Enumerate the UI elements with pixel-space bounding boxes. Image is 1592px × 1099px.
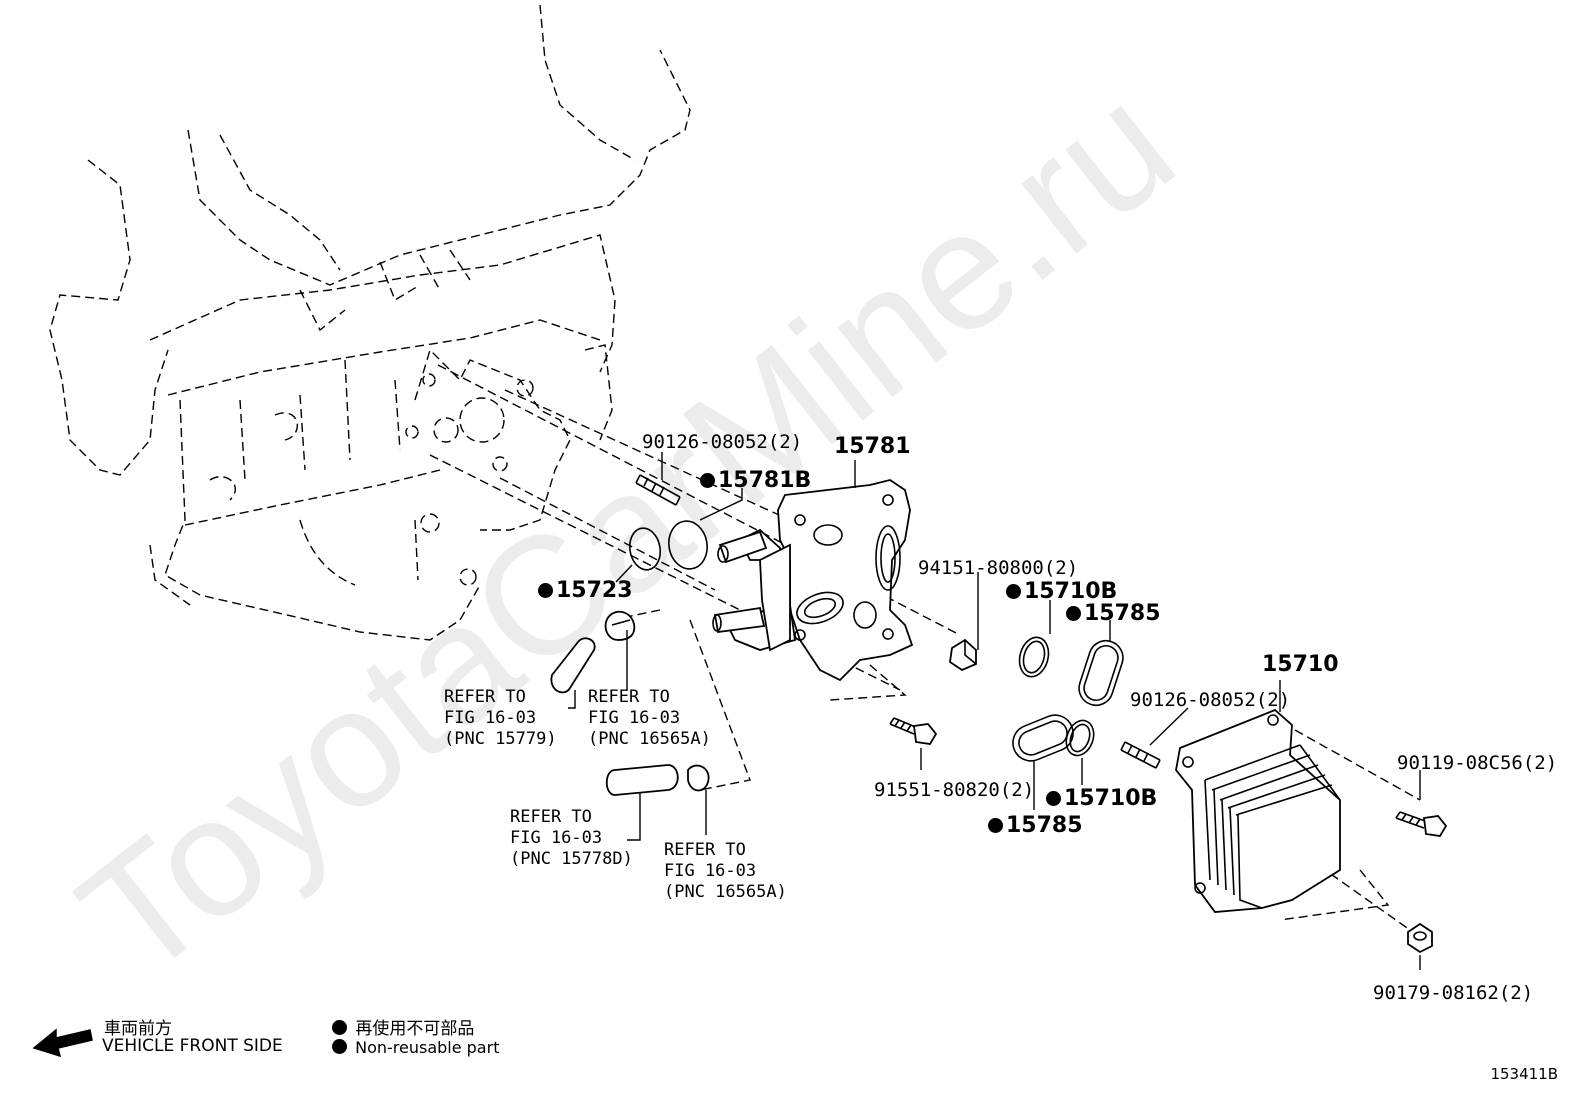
o-ring-15723	[628, 527, 662, 571]
vehicle-front-arrow-icon	[32, 1028, 93, 1058]
non-reusable-mark	[332, 1039, 347, 1054]
nut-90179	[1407, 922, 1433, 954]
bolt-91551	[889, 717, 938, 745]
label-94151: 94151-80800(2)	[918, 557, 1079, 579]
label-15781b-text: 15781B	[718, 468, 812, 493]
non-reusable-mark	[1046, 791, 1061, 806]
refer-line-2: FIG 16-03	[664, 861, 757, 881]
refer-line-1: REFER TO	[664, 840, 746, 860]
refer-note-16565a-lower: REFER TO FIG 16-03 (PNC 16565A)	[664, 840, 787, 903]
label-90179: 90179-08162(2)	[1373, 982, 1534, 1004]
refer-line-2: FIG 16-03	[588, 708, 681, 728]
non-reusable-mark	[1066, 606, 1081, 621]
legend-nonreuse-en: Non-reusable part	[332, 1038, 499, 1057]
stud-lower	[1120, 741, 1161, 769]
label-15723-text: 15723	[556, 578, 633, 603]
non-reusable-mark	[988, 818, 1003, 833]
hose-15779	[550, 637, 596, 694]
legend-front-jp: 車両前方	[104, 1019, 172, 1039]
label-91551: 91551-80820(2)	[874, 779, 1035, 801]
non-reusable-mark	[332, 1020, 347, 1035]
refer-note-15779: REFER TO FIG 16-03 (PNC 15779)	[444, 687, 557, 750]
refer-line-3: (PNC 15778D)	[510, 849, 633, 869]
refer-line-3: (PNC 15779)	[444, 729, 557, 749]
refer-line-2: FIG 16-03	[510, 828, 603, 848]
label-15781b: 15781B	[700, 468, 812, 493]
refer-line-1: REFER TO	[588, 687, 670, 707]
non-reusable-mark	[538, 583, 553, 598]
leader-lines	[568, 452, 1421, 970]
engine-block	[49, 4, 691, 641]
label-15781: 15781	[834, 434, 911, 459]
refer-line-3: (PNC 16565A)	[664, 882, 787, 902]
refer-note-15778d: REFER TO FIG 16-03 (PNC 15778D)	[510, 807, 633, 870]
hose-15778d	[605, 764, 679, 796]
label-90119: 90119-08C56(2)	[1397, 752, 1558, 774]
refer-note-16565a-upper: REFER TO FIG 16-03 (PNC 16565A)	[588, 687, 711, 750]
legend-nonreuse-jp: 再使用不可部品	[332, 1014, 474, 1039]
legend-nonreuse-jp-text: 再使用不可部品	[355, 1019, 475, 1039]
o-ring-15781b	[668, 520, 708, 570]
gasket-15785-upper-inner	[1083, 644, 1119, 702]
refer-line-2: FIG 16-03	[444, 708, 537, 728]
label-15785-upper-text: 15785	[1084, 601, 1161, 626]
label-15785-upper: 15785	[1066, 601, 1161, 626]
o-ring-15710b-upper	[1018, 636, 1050, 678]
refer-line-3: (PNC 16565A)	[588, 729, 711, 749]
oil-cooler-15710	[1175, 708, 1341, 913]
label-90126-upper: 90126-08052(2)	[642, 431, 803, 453]
clamp-16565a-lower	[687, 764, 710, 792]
bolt-90119	[1395, 811, 1448, 837]
gasket-15785-lower-inner	[1018, 720, 1068, 756]
figure-code: 153411B	[1490, 1065, 1558, 1083]
o-ring-15710b-lower-inner	[1069, 723, 1091, 753]
bracket-15781	[712, 479, 914, 682]
gasket-15785-upper	[1078, 639, 1124, 707]
gasket-15785-lower	[1012, 714, 1074, 762]
stud-upper	[635, 474, 681, 506]
refer-line-1: REFER TO	[510, 807, 592, 827]
label-15710b-upper-text: 15710B	[1024, 579, 1118, 604]
refer-line-1: REFER TO	[444, 687, 526, 707]
label-15785-lower-text: 15785	[1006, 813, 1083, 838]
non-reusable-mark	[1006, 584, 1021, 599]
o-ring-15710b-lower	[1065, 719, 1095, 757]
label-15710b-lower-text: 15710B	[1064, 786, 1158, 811]
label-15710b-upper: 15710B	[1006, 579, 1118, 604]
label-15710b-lower: 15710B	[1046, 786, 1158, 811]
legend-front-en: VEHICLE FRONT SIDE	[102, 1036, 283, 1056]
label-90126-lower: 90126-08052(2)	[1130, 689, 1291, 711]
plug-94151	[949, 638, 977, 672]
legend-nonreuse-en-text: Non-reusable part	[355, 1038, 500, 1057]
label-15723: 15723	[538, 578, 633, 603]
label-15710: 15710	[1262, 652, 1339, 677]
clamp-16565a-upper	[604, 610, 636, 641]
non-reusable-mark	[700, 473, 715, 488]
o-ring-15710b-upper-inner	[1022, 640, 1046, 674]
label-15785-lower: 15785	[988, 813, 1083, 838]
